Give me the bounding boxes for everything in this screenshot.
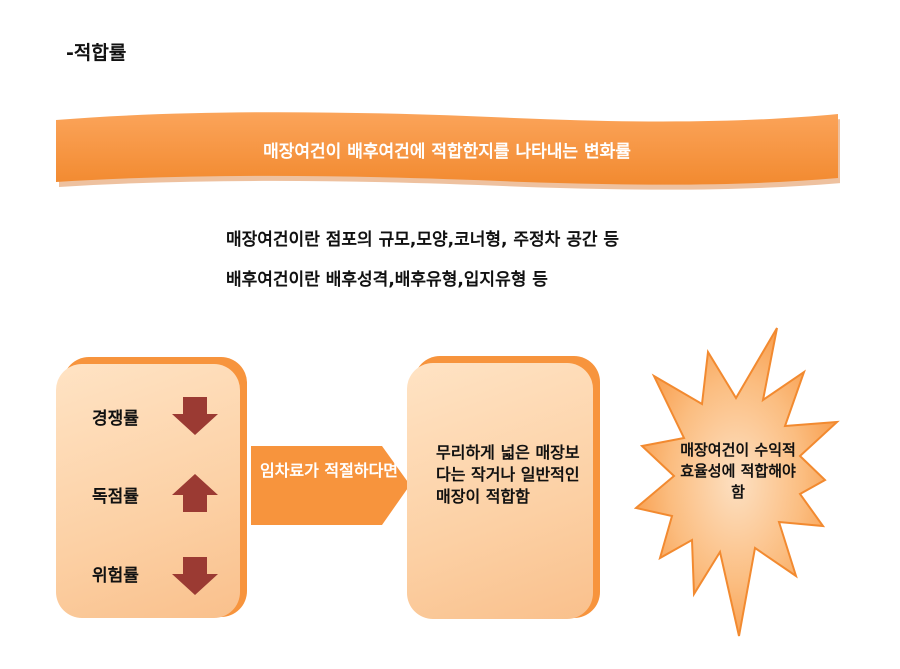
up-arrow-icon: [172, 474, 218, 512]
competition-rate-label: 경쟁률: [92, 409, 139, 429]
store-condition-definition: 매장여건이란 점포의 규모,모양,코너형, 주정차 공간 등: [226, 230, 620, 250]
result-card: [407, 363, 593, 619]
monopoly-rate-label: 독점률: [92, 487, 139, 507]
banner-text: 매장여건이 배후여건에 적합한지를 나타내는 변화률: [263, 141, 631, 162]
definition-banner: 매장여건이 배후여건에 적합한지를 나타내는 변화률: [54, 112, 840, 190]
chevron-arrow-shape: [251, 446, 410, 525]
conclusion-text: 매장여건이 수익적 효율성에 적합해야 함: [680, 441, 796, 501]
condition-arrow: 임차료가 적절하다면: [251, 446, 410, 525]
risk-rate-label: 위험률: [92, 566, 139, 586]
explosion-burst-shape: [634, 327, 840, 637]
down-arrow-icon: [172, 397, 218, 435]
banner-shape: [56, 112, 840, 190]
condition-text: 임차료가 적절하다면: [259, 461, 399, 480]
trade-area-definition: 배후여건이란 배후성격,배후유형,입지유형 등: [226, 270, 548, 290]
down-arrow-icon: [172, 557, 218, 595]
page-heading: -적합률: [66, 42, 127, 64]
result-text: 무리하게 넓은 매장보다는 작거나 일반적인 매장이 적합함: [436, 443, 580, 506]
